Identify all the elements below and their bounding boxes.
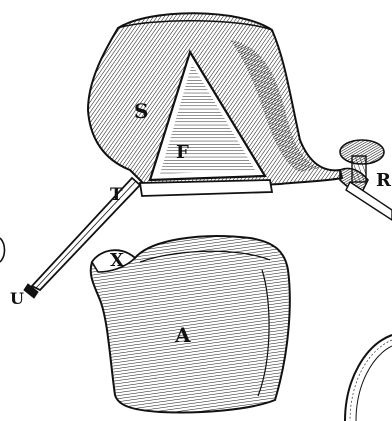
label-u: U [10, 289, 24, 308]
partial-vessel-bottom-right [345, 335, 392, 421]
label-x: X [110, 250, 124, 271]
label-f: F [176, 142, 189, 163]
label-s: S [134, 99, 148, 123]
label-r: R [376, 170, 392, 191]
edge-mark-left [0, 238, 5, 262]
label-t: T [110, 185, 123, 205]
label-a: A [174, 323, 191, 347]
upper-base-shelf [140, 180, 272, 196]
